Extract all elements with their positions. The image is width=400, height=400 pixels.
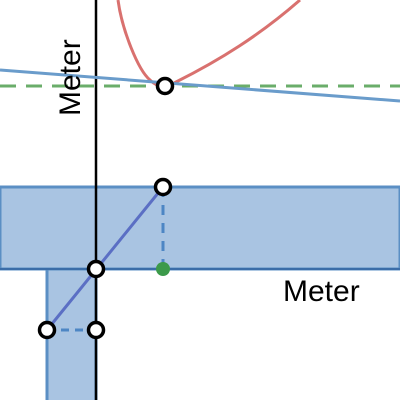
horizontal-band	[0, 185, 400, 271]
green-point	[156, 262, 170, 276]
x-axis-label: Meter	[283, 275, 360, 308]
tangent-point[interactable]	[155, 76, 175, 96]
origin-point[interactable]	[86, 259, 106, 279]
lower-left-point[interactable]	[37, 320, 57, 340]
tangent-line	[0, 68, 400, 103]
red-curve	[116, 0, 301, 88]
slope-top-point[interactable]	[153, 177, 173, 197]
y-axis-label: Meter	[54, 39, 87, 116]
slope-segment	[45, 186, 165, 331]
lower-right-point[interactable]	[86, 320, 106, 340]
